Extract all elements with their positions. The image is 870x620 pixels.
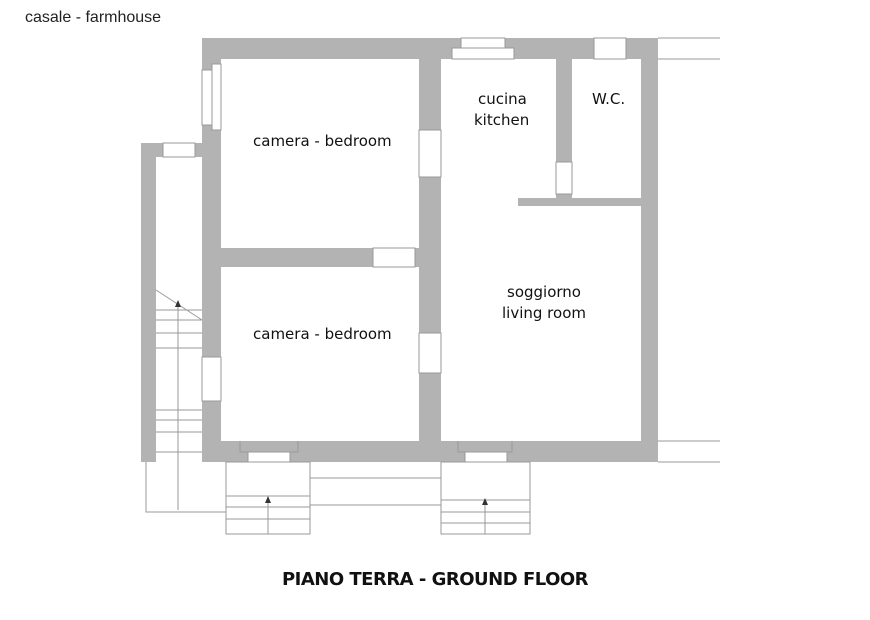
door-bottom-right xyxy=(464,451,508,463)
window-left-2 xyxy=(211,63,222,131)
stair-left xyxy=(145,289,226,513)
door-bottom-left xyxy=(247,451,291,463)
door-recesses xyxy=(239,441,513,453)
wall-kitchen-lower xyxy=(518,198,642,206)
wall-annex-left xyxy=(141,143,156,462)
wall-right xyxy=(641,38,658,462)
stair-bottom-left xyxy=(225,461,441,535)
room-label-kitchen-it: cucina xyxy=(478,90,527,108)
room-label-wc: W.C. xyxy=(592,90,626,108)
floor-title: PIANO TERRA - GROUND FLOOR xyxy=(281,569,589,590)
stair-arrow-bottom-left xyxy=(265,496,271,503)
room-label-bedroom-top: camera - bedroom xyxy=(253,132,392,150)
header-label: casale - farmhouse xyxy=(25,9,162,26)
room-label-kitchen-en: kitchen xyxy=(474,111,530,129)
window-left-1 xyxy=(201,69,213,126)
door-divider xyxy=(372,247,416,268)
window-top-1 xyxy=(460,37,506,49)
window-top-2 xyxy=(451,47,515,60)
room-label-living-it: soggiorno xyxy=(507,283,581,301)
exterior-lines xyxy=(658,37,720,463)
window-left-3 xyxy=(201,356,222,402)
stair-arrow-bottom-right xyxy=(482,498,488,505)
room-label-living-en: living room xyxy=(502,304,586,322)
door-wc xyxy=(555,161,573,195)
stair-arrow-left xyxy=(175,300,181,307)
wall-kitchen-wc xyxy=(556,38,572,198)
window-annex xyxy=(162,142,196,158)
openings xyxy=(162,37,627,463)
stair-bottom-right xyxy=(440,461,531,535)
door-center-2 xyxy=(418,332,442,374)
room-label-bedroom-bottom: camera - bedroom xyxy=(253,325,392,343)
window-wc xyxy=(593,37,627,60)
door-center-1 xyxy=(418,129,442,178)
